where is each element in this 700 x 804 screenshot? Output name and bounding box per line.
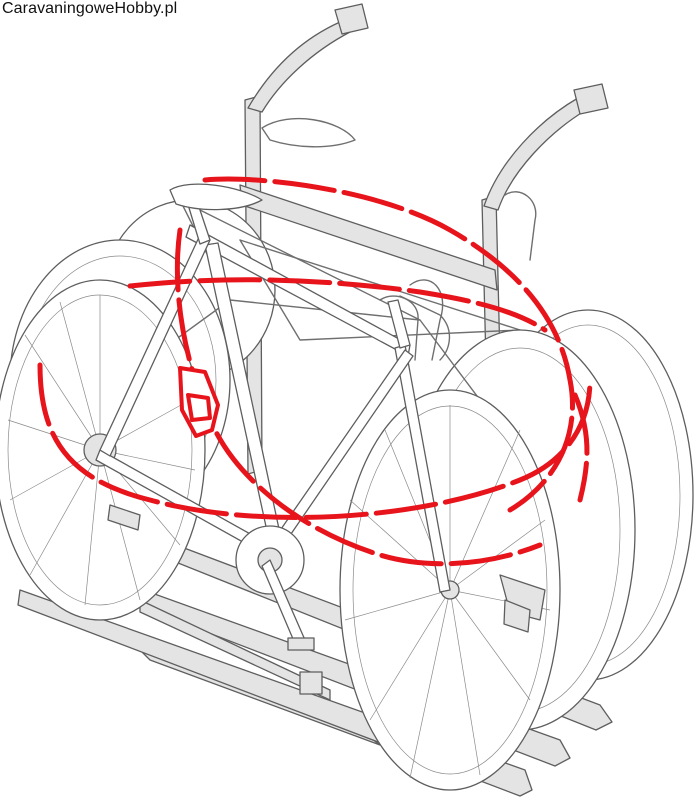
lock-cable-lower-loop — [37, 362, 593, 520]
watermark-text: CaravaningoweHobby.pl — [2, 0, 178, 17]
wheel-clamp-rear — [107, 504, 141, 531]
lock-cable-right-drop — [572, 392, 590, 503]
lock-cable — [37, 176, 593, 567]
bicycle-back-handlebar — [504, 191, 537, 261]
bicycle-front-handlebar — [379, 295, 451, 361]
bicycle-front-pedal — [287, 637, 315, 651]
mount-bracket-right — [573, 83, 609, 115]
lock-cable-upper-loop — [202, 176, 575, 513]
rack-uprights — [239, 3, 609, 475]
bicycle-front-saddle — [169, 183, 263, 211]
bicycle-middle-handlebar — [409, 279, 444, 361]
wheel-clamp-front-lower — [503, 599, 531, 633]
lock-cable-diagonal — [174, 227, 543, 567]
bicycle-front-fork — [394, 344, 451, 593]
mount-bracket-left — [334, 3, 369, 35]
arm-right — [483, 97, 587, 211]
lock-head — [186, 393, 212, 422]
rack-hub-plate — [299, 671, 323, 695]
rack-crossbar — [139, 599, 331, 701]
arm-left — [247, 21, 351, 113]
bicycle-back-saddle — [261, 117, 356, 148]
bicycle-front — [0, 183, 561, 791]
lock-cable-left-loop — [127, 277, 548, 333]
bicycle-front-stem — [387, 299, 411, 349]
bicycle-front-front-spokes — [344, 405, 551, 779]
